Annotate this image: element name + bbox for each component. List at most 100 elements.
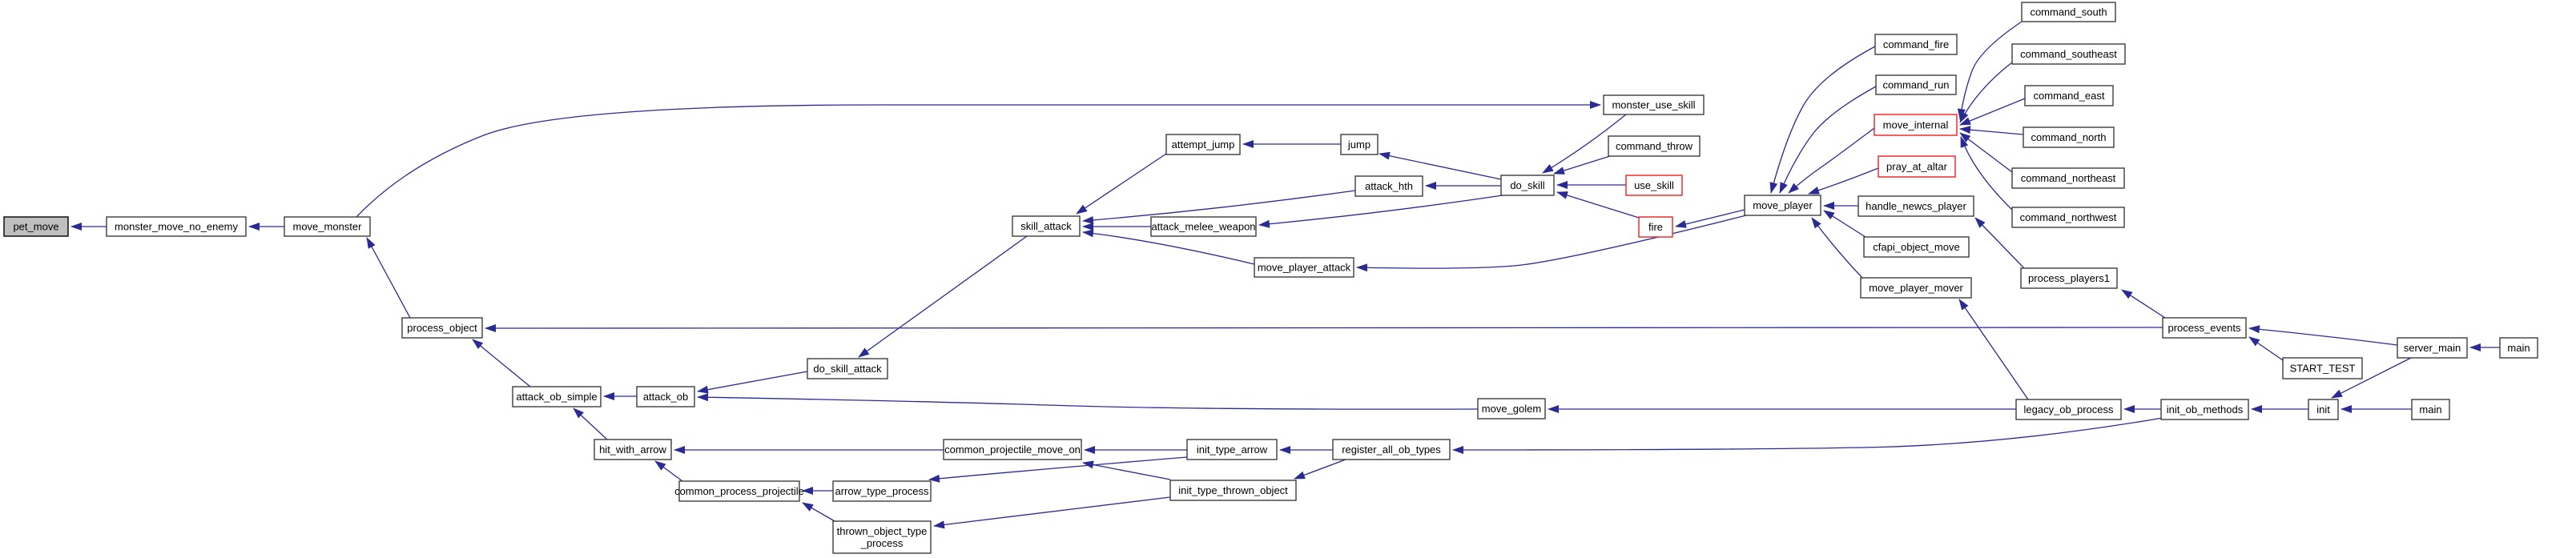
node-process_players1[interactable]: process_players1: [2020, 267, 2118, 289]
node-command_run[interactable]: command_run: [1875, 74, 1957, 95]
node-label: move_player_attack: [1258, 262, 1351, 274]
edge-attack_hth-to-skill_attack: [1082, 190, 1356, 224]
node-init_ob_methods[interactable]: init_ob_methods: [2160, 399, 2249, 420]
node-do_skill[interactable]: do_skill: [1500, 175, 1555, 196]
node-pet_move: pet_move: [3, 216, 69, 237]
edge-command_north-to-move_internal: [1959, 126, 2024, 135]
edge-command_east-to-move_internal: [1959, 98, 2026, 126]
node-label: process_object: [407, 322, 477, 334]
node-legacy_ob_process[interactable]: legacy_ob_process: [2015, 399, 2122, 420]
node-label: command_south: [2030, 6, 2107, 18]
node-label: pet_move: [13, 221, 58, 233]
node-label: attempt_jump: [1172, 138, 1235, 151]
node-monster_move_no_enemy[interactable]: monster_move_no_enemy: [106, 216, 247, 237]
node-label: fire: [1648, 221, 1663, 233]
node-monster_use_skill[interactable]: monster_use_skill: [1603, 94, 1705, 115]
node-label: init: [2316, 403, 2330, 415]
node-move_internal[interactable]: move_internal: [1874, 114, 1958, 136]
node-command_throw[interactable]: command_throw: [1608, 135, 1701, 157]
node-label: register_all_ob_types: [1342, 444, 1441, 456]
node-label: legacy_ob_process: [2023, 403, 2114, 415]
node-label: init_type_thrown_object: [1178, 484, 1288, 496]
node-label: do_skill: [1510, 179, 1544, 191]
edge-move_internal-to-move_player: [1788, 127, 1875, 194]
edge-do_skill-to-jump: [1379, 151, 1502, 180]
node-move_golem[interactable]: move_golem: [1477, 398, 1546, 420]
edge-attempt_jump-to-skill_attack: [1076, 153, 1167, 215]
node-init_type_thrown_object[interactable]: init_type_thrown_object: [1169, 480, 1297, 501]
node-label: command_north: [2031, 131, 2107, 143]
node-label: move_player: [1753, 199, 1813, 211]
node-label: attack_ob: [643, 391, 688, 403]
node-attack_melee_weapon[interactable]: attack_melee_weapon: [1150, 216, 1257, 237]
node-attack_ob_simple[interactable]: attack_ob_simple: [512, 386, 602, 407]
node-skill_attack[interactable]: skill_attack: [1012, 215, 1081, 237]
edge-command_southeast-to-move_internal: [1959, 62, 2013, 123]
node-process_object[interactable]: process_object: [401, 317, 483, 339]
edge-move_monster-to-monster_use_skill: [356, 101, 1601, 218]
node-label: attack_ob_simple: [516, 391, 597, 403]
node-label: main: [2419, 403, 2441, 415]
node-command_fire[interactable]: command_fire: [1874, 34, 1958, 55]
edge-do_skill-to-attack_melee_weapon: [1258, 195, 1503, 228]
edge-skill_attack-to-do_skill_attack: [858, 235, 1028, 358]
edge-move_player-to-fire: [1675, 209, 1745, 228]
edge-init_type_thrown_object-to-thrown_object_type_process: [933, 496, 1171, 529]
node-command_northeast[interactable]: command_northeast: [2011, 167, 2125, 189]
node-START_TEST[interactable]: START_TEST: [2282, 357, 2363, 379]
node-common_process_projectile[interactable]: common_process_projectile: [674, 480, 804, 502]
node-label: pray_at_altar: [1886, 161, 1948, 173]
edge-init_type_thrown_object-to-common_projectile_move_on: [1082, 460, 1171, 480]
node-init_type_arrow[interactable]: init_type_arrow: [1186, 439, 1278, 460]
node-command_south[interactable]: command_south: [2021, 2, 2116, 22]
edge-process_object-to-move_monster: [366, 237, 411, 319]
node-attempt_jump[interactable]: attempt_jump: [1165, 134, 1241, 155]
node-move_player[interactable]: move_player: [1744, 195, 1821, 216]
edge-process_events-to-process_object: [485, 323, 2163, 332]
node-init[interactable]: init: [2308, 399, 2339, 420]
node-command_north[interactable]: command_north: [2023, 126, 2115, 148]
node-pray_at_altar[interactable]: pray_at_altar: [1878, 155, 1956, 178]
node-label: process_events: [2167, 322, 2241, 334]
edge-command_northwest-to-move_internal: [1960, 136, 2013, 211]
node-command_northwest[interactable]: command_northwest: [2011, 207, 2125, 228]
edge-move_player_attack-to-skill_attack: [1082, 229, 1255, 265]
node-label: command_east: [2034, 90, 2105, 102]
node-server_main[interactable]: server_main: [2397, 337, 2468, 359]
node-label: move_golem: [1482, 403, 1541, 415]
node-process_events[interactable]: process_events: [2162, 317, 2247, 339]
edge-monster_use_skill-to-do_skill: [1542, 114, 1627, 174]
node-move_player_mover[interactable]: move_player_mover: [1860, 277, 1972, 299]
node-use_skill[interactable]: use_skill: [1625, 175, 1683, 196]
node-main_bottom[interactable]: main: [2411, 399, 2450, 420]
node-label: monster_move_no_enemy: [115, 221, 238, 233]
node-label: common_projectile_move_on: [944, 444, 1081, 456]
node-label: monster_use_skill: [1612, 99, 1695, 111]
node-jump[interactable]: jump: [1340, 134, 1379, 155]
node-move_player_attack[interactable]: move_player_attack: [1254, 257, 1354, 278]
node-attack_ob[interactable]: attack_ob: [636, 386, 695, 407]
node-label: init_type_arrow: [1197, 444, 1268, 456]
node-arrow_type_process[interactable]: arrow_type_process: [832, 480, 932, 502]
node-do_skill_attack[interactable]: do_skill_attack: [807, 358, 888, 379]
node-label: move_internal: [1883, 119, 1949, 131]
node-label: attack_hth: [1365, 180, 1413, 192]
node-main_top[interactable]: main: [2499, 337, 2538, 359]
node-command_southeast[interactable]: command_southeast: [2011, 43, 2126, 65]
edge-pray_at_altar-to-move_player: [1808, 167, 1879, 195]
node-label: main: [2507, 342, 2530, 354]
node-label: process_players1: [2028, 272, 2110, 284]
node-common_projectile_move_on[interactable]: common_projectile_move_on: [943, 439, 1082, 460]
node-attack_hth[interactable]: attack_hth: [1354, 175, 1423, 197]
node-move_monster[interactable]: move_monster: [284, 216, 371, 237]
node-fire[interactable]: fire: [1638, 216, 1673, 238]
node-thrown_object_type_process[interactable]: thrown_object_type_process: [832, 520, 932, 554]
node-command_east[interactable]: command_east: [2024, 85, 2114, 106]
edge-move_player_mover-to-move_player: [1811, 217, 1863, 279]
node-cfapi_object_move[interactable]: cfapi_object_move: [1863, 236, 1970, 258]
node-register_all_ob_types[interactable]: register_all_ob_types: [1332, 439, 1451, 460]
node-handle_newcs_player[interactable]: handle_newcs_player: [1858, 195, 1974, 217]
node-label: move_player_mover: [1869, 282, 1963, 294]
node-hit_with_arrow[interactable]: hit_with_arrow: [594, 439, 672, 460]
